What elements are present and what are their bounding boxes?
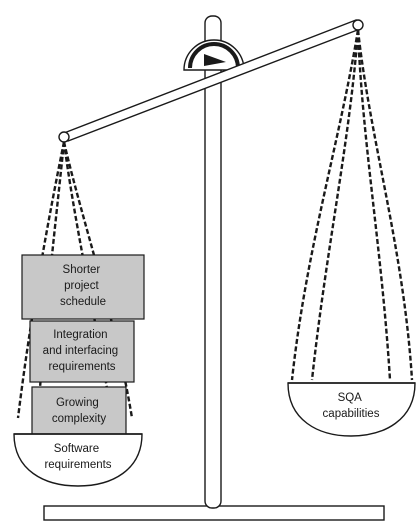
weight-2-line-2: and interfacing: [43, 345, 118, 357]
svg-text:Shorter project sc: Shorter project schedule: [60, 264, 106, 308]
right-pan-chains: [290, 29, 414, 381]
right-pan: SQA capabilities: [287, 382, 416, 437]
weight-1-line-2: project: [64, 280, 99, 292]
weight-3-line-2: complexity: [52, 413, 107, 425]
weight-2-line-3: requirements: [48, 361, 115, 373]
weight-growing-complexity: Growing complexity: [31, 386, 127, 438]
right-pan-label-line-1: SQA: [338, 392, 363, 404]
pivot-dial: [183, 39, 245, 71]
weight-3-line-1: Growing: [56, 397, 99, 409]
left-pan-label-line-1: Software: [54, 443, 99, 455]
scale-post: [204, 15, 222, 509]
right-pan-label-line-2: capabilities: [323, 408, 380, 420]
weight-2-line-1: Integration: [53, 329, 107, 341]
balance-beam: [58, 19, 364, 143]
weight-integration-and-interfacing-requirements: Integration and interfacing requirements: [29, 320, 135, 383]
weight-1-line-3: schedule: [60, 296, 106, 308]
svg-text:Integration and interfac: Integration and interfacing requirements: [43, 329, 122, 373]
left-pan: Software requirements: [13, 433, 143, 487]
svg-text:Software requirements: Software requirements: [44, 443, 111, 471]
weight-1-line-1: Shorter: [63, 264, 101, 276]
left-pan-label-line-2: requirements: [44, 459, 111, 471]
svg-text:SQA capabilities: SQA capabilities: [323, 392, 380, 420]
svg-text:Growing complexity: Growing complexity: [52, 397, 107, 425]
weight-shorter-project-schedule: Shorter project schedule: [21, 254, 145, 320]
